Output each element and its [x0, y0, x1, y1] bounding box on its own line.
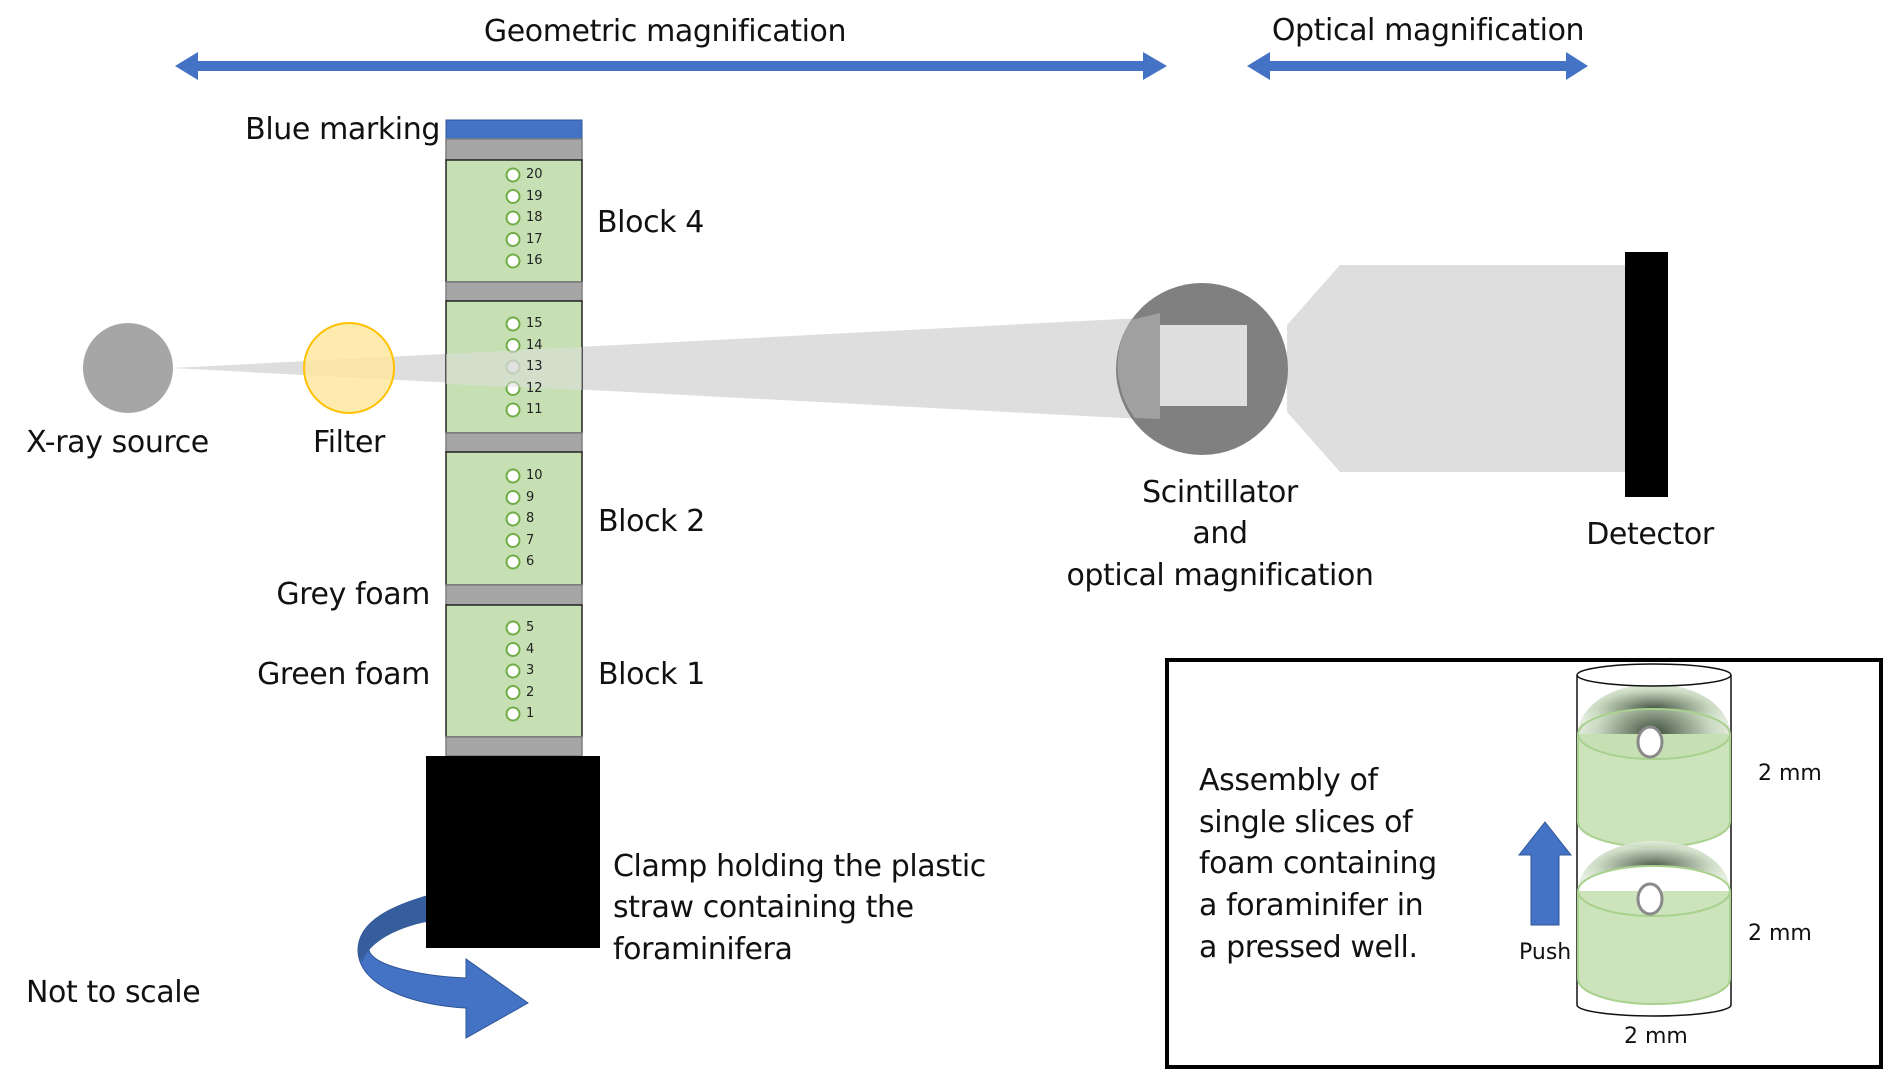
sample-well-15: [505, 316, 521, 332]
straw-top-rim: [1576, 663, 1732, 687]
filter-icon: [303, 322, 395, 414]
sample-well-20: [505, 167, 521, 183]
xray-beam: [172, 317, 1160, 420]
inset-box: [1165, 658, 1883, 1069]
xray-source-icon: [83, 323, 173, 413]
grey-foam-band: [445, 736, 583, 757]
clamp-icon: [426, 756, 600, 948]
detector-label: Detector: [1586, 517, 1714, 552]
sample-number: 7: [526, 532, 535, 548]
sample-well-7: [505, 533, 521, 548]
dimension-width: 2 mm: [1624, 1024, 1688, 1049]
optical-magnification-label: Optical magnification: [1271, 13, 1585, 48]
grey-foam-band: [445, 281, 583, 302]
foam-slice-top: [1577, 684, 1731, 848]
rotation-arrow-icon: [357, 894, 529, 1039]
sample-well-8: [505, 511, 521, 527]
sample-well-6: [505, 554, 521, 570]
sample-well-1: [505, 706, 521, 722]
not-to-scale-note: Not to scale: [26, 975, 201, 1010]
sample-number: 2: [526, 684, 535, 700]
sample-number: 4: [526, 641, 535, 657]
sample-number: 13: [526, 359, 543, 374]
push-label: Push: [1519, 940, 1572, 965]
sample-number: 5: [526, 620, 535, 635]
sample-number: 14: [526, 337, 543, 353]
sample-well-4: [505, 642, 521, 657]
sample-well-11: [505, 402, 521, 418]
sample-number: 17: [526, 231, 543, 247]
green-foam-label: Green foam: [257, 657, 430, 692]
dimension-bottom-slice: 2 mm: [1748, 921, 1812, 946]
scintillator-label: Scintillator and optical magnification: [1066, 475, 1374, 593]
sample-well-3: [505, 663, 521, 679]
sample-well-18: [505, 210, 521, 226]
sample-well-19: [505, 189, 521, 204]
grey-foam-label: Grey foam: [276, 577, 430, 612]
filter-label: Filter: [313, 425, 385, 460]
sample-well-2: [505, 685, 521, 700]
sample-well-9: [505, 490, 521, 505]
inset-description: Assembly of single slices of foam contai…: [1199, 763, 1437, 965]
grey-foam-band: [445, 432, 583, 453]
sample-number: 8: [526, 511, 535, 526]
optical-cone: [1287, 265, 1625, 472]
sample-number: 10: [526, 468, 543, 483]
sample-number: 11: [526, 402, 543, 417]
grey-foam-band: [445, 138, 583, 161]
block-2-label: Block 2: [598, 504, 705, 539]
sample-number: 16: [526, 253, 543, 268]
optical-magnification-arrow: [1247, 52, 1588, 80]
sample-number: 18: [526, 210, 543, 225]
sample-number: 1: [526, 706, 535, 721]
sample-well-16: [505, 253, 521, 269]
clamp-label: Clamp holding the plastic straw containi…: [613, 849, 986, 967]
sample-well-14: [505, 338, 521, 353]
grey-foam-band: [445, 584, 583, 606]
sample-number: 20: [526, 167, 543, 182]
blue-marking-band: [445, 119, 583, 140]
geometric-magnification-arrow: [175, 52, 1167, 80]
push-arrow-icon: [1517, 821, 1573, 926]
xray-source-label: X-ray source: [26, 425, 209, 460]
foam-slice-bottom: [1577, 841, 1731, 1005]
dimension-top-slice: 2 mm: [1758, 761, 1822, 786]
blue-marking-label: Blue marking: [245, 112, 440, 147]
sample-number: 19: [526, 188, 543, 204]
block-1-label: Block 1: [598, 657, 705, 692]
sample-well-17: [505, 232, 521, 247]
sample-well-10: [505, 468, 521, 484]
sample-number: 9: [526, 489, 535, 505]
sample-number: 15: [526, 316, 543, 331]
sample-number: 6: [526, 554, 535, 569]
sample-well-5: [505, 620, 521, 636]
xray-beam-overlay: [446, 347, 582, 390]
detector-icon: [1625, 252, 1668, 497]
geometric-magnification-label: Geometric magnification: [483, 14, 847, 49]
scintillator-icon: [1116, 283, 1288, 455]
sample-number: 3: [526, 663, 535, 678]
sample-number: 12: [526, 380, 543, 396]
block-4-label: Block 4: [597, 205, 704, 240]
